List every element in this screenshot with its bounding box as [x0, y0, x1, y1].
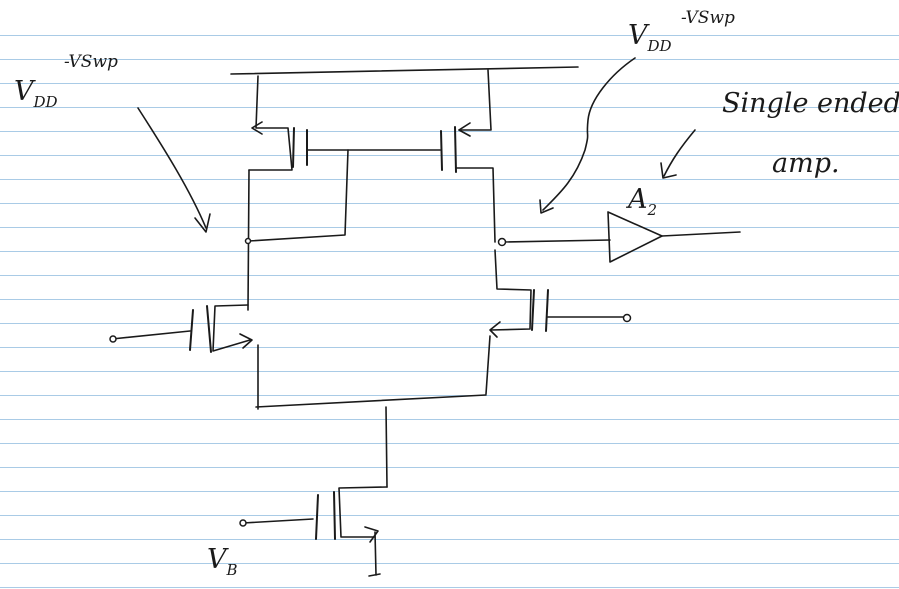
nmos-right-input: [485, 249, 624, 395]
output-node: [497, 237, 507, 247]
bias-terminal: [239, 519, 247, 527]
supply-rail: [230, 66, 579, 75]
nmos-left-input: [111, 304, 259, 410]
note-line-1: Single ended: [722, 88, 899, 119]
amplifier-a2: [607, 211, 741, 263]
left-supply-arrow: [137, 107, 207, 229]
note-line-2: amp.: [772, 148, 840, 179]
left-drain-node: [244, 237, 252, 245]
nmos-tail: [242, 486, 388, 577]
output-wire: [501, 239, 611, 243]
left-supply-label: VDD: [14, 76, 58, 111]
tail-wire: [255, 394, 487, 408]
left-gate-terminal: [109, 335, 117, 343]
amplifier-label: A2: [628, 184, 658, 219]
right-supply-swing: -VSwp: [681, 8, 735, 28]
right-gate-terminal: [622, 313, 632, 323]
left-supply-swing: -VSwp: [64, 52, 118, 72]
pmos-left: [247, 75, 349, 311]
right-supply-label: VDD: [628, 20, 672, 55]
note-arrow: [663, 129, 696, 177]
bias-label: VB: [207, 544, 238, 579]
pmos-right: [347, 69, 496, 243]
right-supply-arrow: [542, 57, 636, 211]
